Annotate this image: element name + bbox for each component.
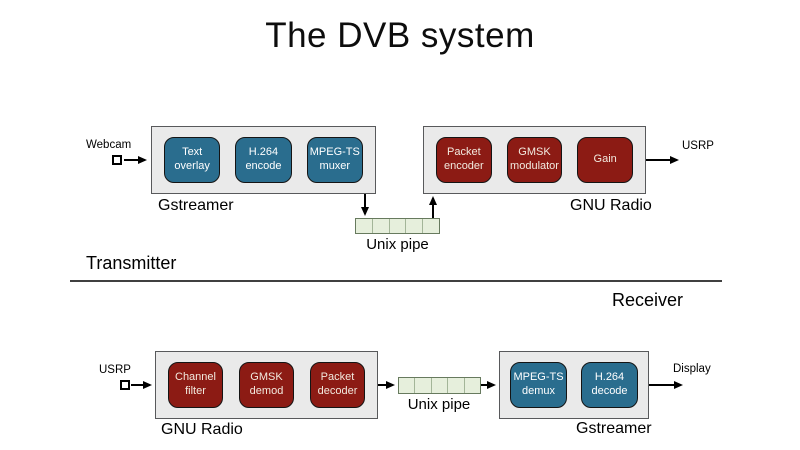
pipe-cell [406, 219, 424, 233]
block-gain: Gain [577, 137, 634, 183]
slide-title: The DVB system [265, 16, 535, 55]
rx-gnuradio-container: Channel filter GMSK demod Packet decoder [155, 351, 378, 419]
block-packet-encoder: Packet encoder [436, 137, 492, 183]
pipe-cell [448, 378, 465, 393]
pipe-cell [356, 219, 373, 233]
block-text-overlay: Text overlay [164, 137, 221, 183]
tx-gnuradio-container: Packet encoder GMSK modulator Gain [423, 126, 646, 194]
tx-gnuradio-label: GNU Radio [570, 197, 652, 214]
rx-input-connector [120, 380, 130, 390]
pipe-cell [423, 219, 439, 233]
rx-unix-pipe-label: Unix pipe [407, 396, 471, 413]
tx-input-label: Webcam [86, 139, 132, 151]
block-h264-encode: H.264 encode [235, 137, 292, 183]
tx-unix-pipe [355, 218, 440, 234]
transmitter-label: Transmitter [86, 253, 177, 273]
pipe-cell [390, 219, 407, 233]
rx-gstreamer-container: MPEG-TS demux H.264 decode [499, 351, 649, 419]
block-h264-decode: H.264 decode [581, 362, 638, 408]
rx-unix-pipe [398, 377, 481, 394]
pipe-cell [465, 378, 480, 393]
rx-output-label: Display [673, 363, 711, 375]
tx-unix-pipe-label: Unix pipe [366, 236, 429, 253]
tx-output-label: USRP [682, 140, 714, 152]
tx-gstreamer-container: Text overlay H.264 encode MPEG-TS muxer [151, 126, 376, 194]
rx-gnuradio-label: GNU Radio [161, 421, 243, 438]
block-gmsk-modulator: GMSK modulator [506, 137, 563, 183]
rx-gstreamer-label: Gstreamer [576, 420, 652, 437]
pipe-cell [399, 378, 416, 393]
tx-gstreamer-label: Gstreamer [158, 197, 234, 214]
rx-input-label: USRP [99, 364, 131, 376]
block-channel-filter: Channel filter [168, 362, 223, 408]
block-packet-decoder: Packet decoder [310, 362, 365, 408]
block-mpegts-muxer: MPEG-TS muxer [306, 137, 363, 183]
block-gmsk-demod: GMSK demod [239, 362, 294, 408]
pipe-cell [432, 378, 449, 393]
pipe-cell [415, 378, 432, 393]
receiver-label: Receiver [612, 290, 684, 310]
pipe-cell [373, 219, 390, 233]
block-mpegts-demux: MPEG-TS demux [510, 362, 567, 408]
tx-input-connector [112, 155, 122, 165]
